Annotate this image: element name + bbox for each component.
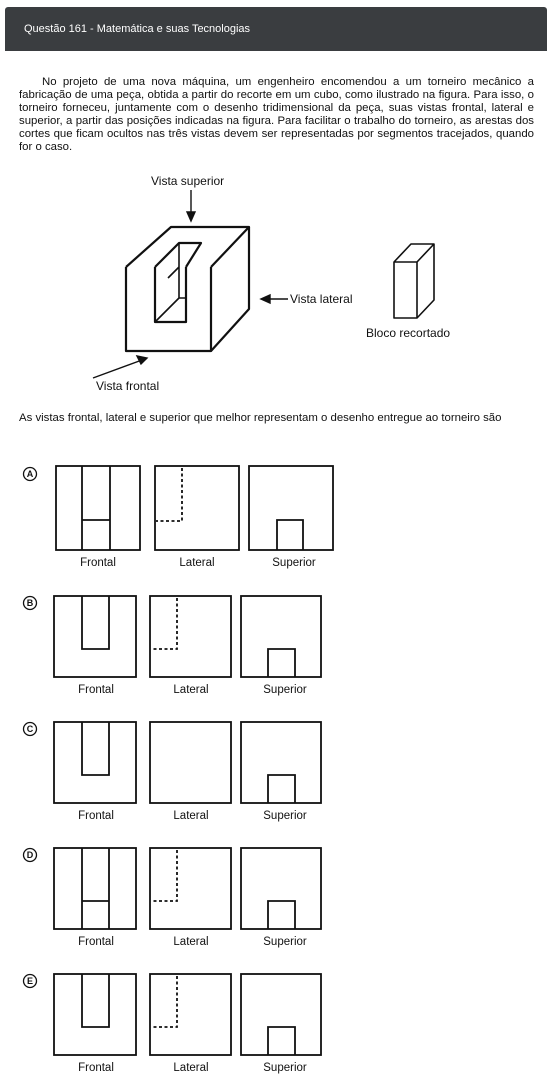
option-d-lateral-hidden [151, 850, 178, 902]
option-d-letter: D [27, 850, 34, 860]
option-d-frontal-view [53, 847, 137, 930]
label-front-view: Vista frontal [96, 379, 159, 393]
option-a-superior-lines [276, 519, 304, 550]
option-c-letter: C [27, 724, 34, 734]
option-a-lateral-view [154, 465, 240, 551]
option-c-lateral-view [149, 721, 232, 804]
option-c-marker[interactable] [22, 721, 38, 737]
option-a-lateral-hidden [156, 468, 183, 522]
option-d-frontal-lines [81, 848, 110, 929]
option-e-frontal-lines [81, 974, 110, 1028]
option-c-caption-frontal: Frontal [78, 810, 114, 822]
cut-block-icon [393, 243, 435, 319]
option-c[interactable]: C Frontal Lateral Superior [0, 714, 549, 826]
option-b-superior-lines [267, 648, 296, 677]
option-c-caption-lateral: Lateral [173, 810, 208, 822]
option-e-caption-frontal: Frontal [78, 1062, 114, 1074]
question-prompt: As vistas frontal, lateral e superior qu… [19, 412, 534, 425]
option-a-marker[interactable] [22, 466, 38, 482]
option-c-frontal-lines [81, 722, 110, 776]
option-b[interactable]: B Frontal Lateral Superior [0, 588, 549, 700]
option-d-lateral-view [149, 847, 232, 930]
option-a-letter: A [27, 469, 34, 479]
option-a-caption-superior: Superior [272, 557, 316, 569]
option-c-superior-view [240, 721, 322, 804]
option-e-marker[interactable] [22, 973, 38, 989]
question-title: Questão 161 - Matemática e suas Tecnolog… [24, 23, 251, 35]
cube-figure: Vista superior Vista lateral Vista front… [92, 174, 450, 393]
option-a-caption-frontal: Frontal [80, 557, 116, 569]
label-top-view: Vista superior [151, 174, 224, 188]
option-b-superior-view [240, 595, 322, 678]
option-a-superior-view [248, 465, 334, 551]
arrow-side-head [259, 293, 271, 305]
cube-right-face [210, 227, 251, 352]
question-header: Questão 161 - Matemática e suas Tecnolog… [5, 7, 547, 51]
arrow-front-head [135, 355, 149, 366]
option-e-caption-superior: Superior [263, 1062, 307, 1074]
option-a[interactable]: A Frontal Lateral Superior [0, 455, 549, 575]
option-a-frontal-lines [81, 466, 111, 550]
option-e-lateral-view [149, 973, 232, 1056]
option-a-frontal-view [55, 465, 141, 551]
option-b-letter: B [27, 598, 34, 608]
option-d-superior-lines [267, 900, 296, 929]
arrow-top-head [185, 211, 197, 223]
option-e-superior-view [240, 973, 322, 1056]
cube-slot-top [154, 241, 203, 268]
option-b-frontal-lines [81, 596, 110, 650]
option-b-lateral-view [149, 595, 232, 678]
label-side-view: Vista lateral [290, 292, 352, 306]
option-d-caption-lateral: Lateral [173, 936, 208, 948]
question-statement: No projeto de uma nova máquina, um engen… [19, 76, 534, 154]
cube-slot-inner [154, 243, 186, 323]
option-e-caption-lateral: Lateral [173, 1062, 208, 1074]
option-d-caption-frontal: Frontal [78, 936, 114, 948]
question-prompt-text: As vistas frontal, lateral e superior qu… [19, 412, 502, 424]
option-c-superior-lines [267, 774, 296, 803]
label-cut-block: Bloco recortado [366, 326, 450, 340]
statement-text: No projeto de uma nova máquina, um engen… [19, 76, 534, 153]
option-e[interactable]: E Frontal Lateral Superior [0, 966, 549, 1078]
option-d[interactable]: D Frontal Lateral Superior [0, 840, 549, 952]
option-b-marker[interactable] [22, 595, 38, 611]
option-b-lateral-hidden [151, 598, 178, 650]
option-b-caption-lateral: Lateral [173, 684, 208, 696]
option-d-marker[interactable] [22, 847, 38, 863]
option-c-frontal-view [53, 721, 137, 804]
option-d-caption-superior: Superior [263, 936, 307, 948]
option-c-caption-superior: Superior [263, 810, 307, 822]
cube-front-face [124, 267, 213, 353]
arrow-front-view [92, 359, 143, 379]
option-e-superior-lines [267, 1026, 296, 1055]
option-b-caption-frontal: Frontal [78, 684, 114, 696]
cube-slot-front [153, 267, 188, 324]
option-d-superior-view [240, 847, 322, 930]
option-e-letter: E [27, 976, 33, 986]
option-e-lateral-hidden [151, 976, 178, 1028]
option-b-frontal-view [53, 595, 137, 678]
option-b-caption-superior: Superior [263, 684, 307, 696]
cube-top-face [125, 225, 251, 268]
option-a-caption-lateral: Lateral [179, 557, 214, 569]
option-e-frontal-view [53, 973, 137, 1056]
